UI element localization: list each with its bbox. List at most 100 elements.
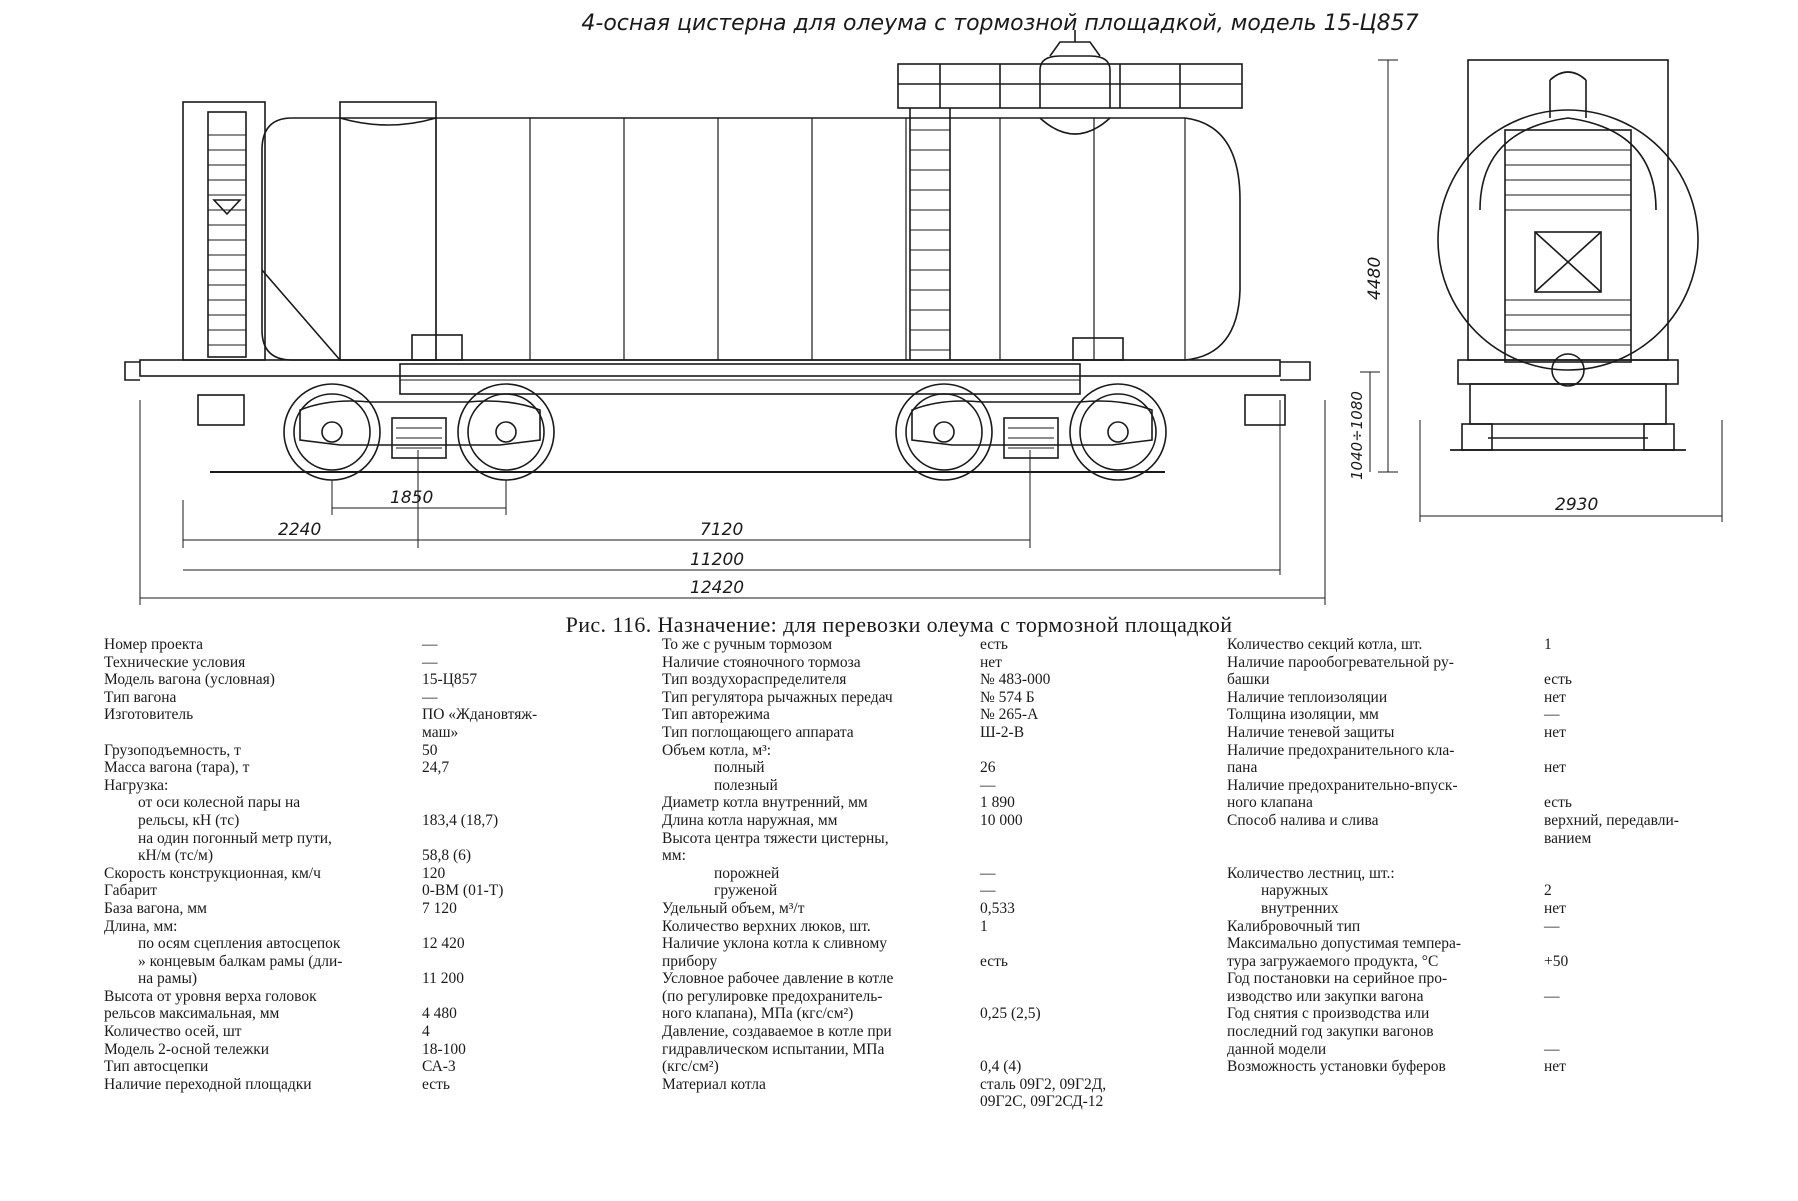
spec-row: данной модели— bbox=[1227, 1041, 1797, 1059]
spec-row: рельсы, кН (тс)183,4 (18,7) bbox=[104, 812, 594, 830]
spec-row: изводство или закупки вагона— bbox=[1227, 988, 1797, 1006]
spec-label bbox=[1227, 830, 1544, 848]
spec-value: — bbox=[422, 688, 438, 706]
spec-row: Год постановки на серийное про- bbox=[1227, 970, 1797, 988]
spec-value: маш» bbox=[422, 723, 459, 741]
spec-label: кН/м (тс/м) bbox=[138, 847, 213, 865]
spec-value: — bbox=[422, 653, 438, 671]
right-bogie bbox=[895, 383, 1167, 481]
spec-label: Год снятия с производства или bbox=[1227, 1005, 1430, 1023]
spec-label: Номер проекта bbox=[104, 636, 203, 653]
spec-label: Тип регулятора рычажных передач bbox=[662, 688, 893, 706]
left-bogie bbox=[283, 383, 555, 481]
spec-value: 10 000 bbox=[980, 811, 1023, 829]
spec-value: № 574 Б bbox=[980, 688, 1035, 706]
spec-row: Модель вагона (условная)15-Ц857 bbox=[104, 671, 594, 689]
spec-row: Технические условия— bbox=[104, 654, 594, 672]
spec-label: гидравлическом испытании, МПа bbox=[662, 1040, 885, 1058]
spec-row: Количество секций котла, шт.1 bbox=[1227, 636, 1797, 654]
spec-label: Высота центра тяжести цистерны, bbox=[662, 829, 889, 847]
spec-label: Наличие теплоизоляции bbox=[1227, 688, 1388, 706]
spec-value: 24,7 bbox=[422, 759, 450, 777]
spec-value: есть bbox=[980, 636, 1008, 653]
spec-label: пана bbox=[1227, 759, 1258, 777]
spec-label: груженой bbox=[714, 882, 778, 900]
spec-label: Удельный объем, м³/т bbox=[662, 899, 805, 917]
drawing-title: 4-осная цистерна для олеума с тормозной … bbox=[581, 11, 1418, 36]
spec-row: Давление, создаваемое в котле при bbox=[662, 1023, 1222, 1041]
spec-row: ного клапана), МПа (кгс/см²)0,25 (2,5) bbox=[662, 1005, 1222, 1023]
spec-value: ПО «Ждановтяж- bbox=[422, 706, 538, 724]
spec-label: Нагрузка: bbox=[104, 776, 169, 794]
spec-row: Толщина изоляции, мм— bbox=[1227, 706, 1797, 724]
spec-value: 09Г2С, 09Г2СД-12 bbox=[980, 1093, 1104, 1111]
spec-column-1: Номер проекта—Технические условия—Модель… bbox=[104, 636, 594, 1093]
spec-value: 18-100 bbox=[422, 1040, 466, 1058]
spec-value: ванием bbox=[1544, 829, 1592, 847]
spec-row: наружных 2 bbox=[1227, 882, 1797, 900]
spec-value: +50 bbox=[1544, 952, 1569, 970]
spec-value: нет bbox=[1544, 759, 1566, 777]
spec-value: 11 200 bbox=[422, 970, 465, 988]
spec-label: (по регулировке предохранитель- bbox=[662, 987, 883, 1005]
spec-value: СА-3 bbox=[422, 1058, 456, 1076]
spec-value: нет bbox=[1544, 688, 1566, 706]
spec-label: порожней bbox=[714, 864, 780, 882]
spec-label: » концевым балкам рамы (дли- bbox=[138, 952, 343, 970]
spec-row: Высота от уровня верха головок bbox=[104, 988, 594, 1006]
spec-row: ванием bbox=[1227, 830, 1797, 848]
dim-height: 4480 bbox=[1365, 257, 1385, 300]
spec-row: последний год закупки вагонов bbox=[1227, 1023, 1797, 1041]
spec-row: Количество лестниц, шт.: bbox=[1227, 865, 1797, 883]
spec-label: тура загружаемого продукта, °С bbox=[1227, 952, 1439, 970]
spec-label: Тип автосцепки bbox=[104, 1058, 209, 1076]
spec-label: изводство или закупки вагона bbox=[1227, 987, 1424, 1005]
spec-label: Количество верхних люков, шт. bbox=[662, 917, 871, 935]
spec-label: Модель вагона (условная) bbox=[104, 671, 275, 689]
spec-row: Длина, мм: bbox=[104, 918, 594, 936]
spec-row: Максимально допустимая темпера- bbox=[1227, 935, 1797, 953]
spec-value: № 265-А bbox=[980, 706, 1039, 724]
spec-row: Наличие теплоизоляции нет bbox=[1227, 689, 1797, 707]
spec-value: 2 bbox=[1544, 882, 1552, 900]
spec-label: Скорость конструкционная, км/ч bbox=[104, 864, 321, 882]
spec-value: — bbox=[980, 882, 996, 900]
spec-row: Тип автосцепки СА-3 bbox=[104, 1058, 594, 1076]
spec-label: мм: bbox=[662, 847, 686, 865]
spec-label: на один погонный метр пути, bbox=[138, 829, 332, 847]
spec-label: Наличие предохранительно-впуск- bbox=[1227, 776, 1458, 794]
spec-value: — bbox=[1544, 917, 1560, 935]
spec-value: нет bbox=[1544, 1058, 1566, 1076]
spec-value: 12 420 bbox=[422, 935, 465, 953]
spec-value: 0,533 bbox=[980, 899, 1015, 917]
spec-value: нет bbox=[1544, 723, 1566, 741]
spec-row: тура загружаемого продукта, °С +50 bbox=[1227, 953, 1797, 971]
spec-label: Наличие стояночного тормоза bbox=[662, 653, 861, 671]
spec-value: 26 bbox=[980, 759, 996, 777]
figure-caption: Рис. 116. Назначение: для перевозки олеу… bbox=[565, 612, 1233, 637]
spec-label: рельсов максимальная, мм bbox=[104, 1005, 280, 1023]
spec-row: (кгс/см²)0,4 (4) bbox=[662, 1058, 1222, 1076]
spec-value: 1 bbox=[1544, 636, 1552, 653]
spec-label: наружных bbox=[1261, 882, 1329, 900]
spec-label: ного клапана), МПа (кгс/см²) bbox=[662, 1005, 854, 1023]
spec-label bbox=[104, 724, 422, 742]
spec-label: Длина, мм: bbox=[104, 917, 178, 935]
spec-row: (по регулировке предохранитель- bbox=[662, 988, 1222, 1006]
spec-label: последний год закупки вагонов bbox=[1227, 1023, 1434, 1041]
spec-value: 183,4 (18,7) bbox=[422, 811, 499, 829]
spec-value: 4 bbox=[422, 1023, 430, 1041]
